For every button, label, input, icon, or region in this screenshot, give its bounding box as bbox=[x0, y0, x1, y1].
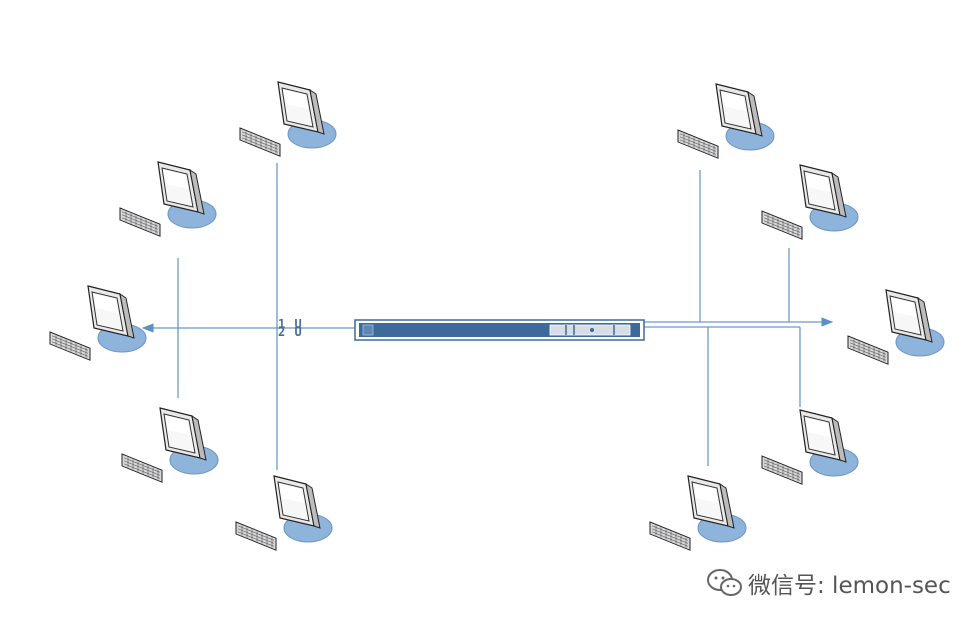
computer-right-top bbox=[677, 83, 775, 159]
computer-right-bottom bbox=[649, 475, 747, 551]
computer-left-bottom bbox=[235, 475, 333, 551]
rack-switch bbox=[354, 319, 645, 341]
computer-right-lower bbox=[761, 409, 859, 485]
rack-label-1u: 1 U bbox=[278, 317, 303, 331]
computer-left-top bbox=[239, 81, 337, 157]
computer-right-upper bbox=[761, 164, 859, 240]
computer-right-middle bbox=[847, 289, 945, 365]
watermark-text: 微信号: lemon-sec bbox=[748, 573, 951, 599]
computer-left-middle bbox=[49, 285, 147, 361]
wechat-logo-icon bbox=[707, 569, 742, 596]
computer-left-upper bbox=[119, 161, 217, 237]
computer-left-lower bbox=[121, 407, 219, 483]
connection-lines bbox=[141, 163, 834, 470]
rack-label-2u: 2 U bbox=[278, 325, 303, 339]
